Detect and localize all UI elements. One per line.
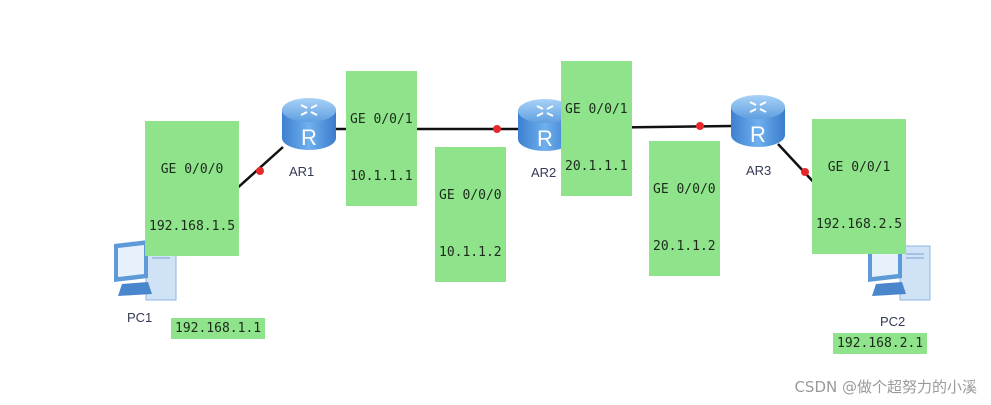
port-dot — [696, 122, 704, 130]
ip-address: 10.1.1.2 — [439, 245, 502, 260]
interface-label-ar1-g1: GE 0/0/1 10.1.1.1 — [346, 71, 417, 206]
router-icon: R — [518, 99, 572, 151]
interface-label-ar2-g0: GE 0/0/0 10.1.1.2 — [435, 147, 506, 282]
interface-label-ar1-g0: GE 0/0/0 192.168.1.5 — [145, 121, 240, 256]
port-name: GE 0/0/0 — [439, 188, 502, 203]
router-ar1[interactable]: R — [280, 96, 338, 152]
port-dot — [493, 125, 501, 133]
router-ar2[interactable]: R — [516, 97, 574, 153]
device-name-ar3: AR3 — [746, 163, 772, 178]
ip-address: 20.1.1.2 — [653, 239, 716, 254]
watermark: CSDN @做个超努力的小溪 — [794, 378, 977, 396]
router-icon: R — [731, 95, 785, 147]
port-name: GE 0/0/1 — [350, 112, 413, 127]
svg-text:R: R — [537, 126, 553, 151]
ip-address: 192.168.2.5 — [816, 217, 903, 232]
interface-label-ar2-g1: GE 0/0/1 20.1.1.1 — [561, 61, 632, 196]
ip-address: 192.168.1.5 — [149, 219, 236, 234]
svg-text:R: R — [301, 125, 317, 150]
interface-label-ar3-g0: GE 0/0/0 20.1.1.2 — [649, 141, 720, 276]
device-name-pc2: PC2 — [880, 314, 906, 329]
router-icon: R — [282, 98, 336, 150]
port-dot — [256, 167, 264, 175]
port-name: GE 0/0/0 — [653, 182, 716, 197]
pc1-ip-label: 192.168.1.1 — [171, 318, 266, 339]
port-dot — [801, 168, 809, 176]
pc2-ip-label: 192.168.2.1 — [833, 333, 928, 354]
port-name: GE 0/0/0 — [160, 162, 224, 177]
ip-address: 20.1.1.1 — [565, 159, 628, 174]
port-name: GE 0/0/1 — [565, 102, 628, 117]
router-ar3[interactable]: R — [729, 93, 787, 149]
ip-address: 10.1.1.1 — [350, 169, 413, 184]
device-name-ar2: AR2 — [531, 165, 557, 180]
interface-label-ar3-g1: GE 0/0/1 192.168.2.5 — [812, 119, 907, 254]
port-name: GE 0/0/1 — [827, 160, 891, 175]
device-name-ar1: AR1 — [289, 164, 315, 179]
device-name-pc1: PC1 — [127, 310, 153, 325]
svg-text:R: R — [750, 122, 766, 147]
